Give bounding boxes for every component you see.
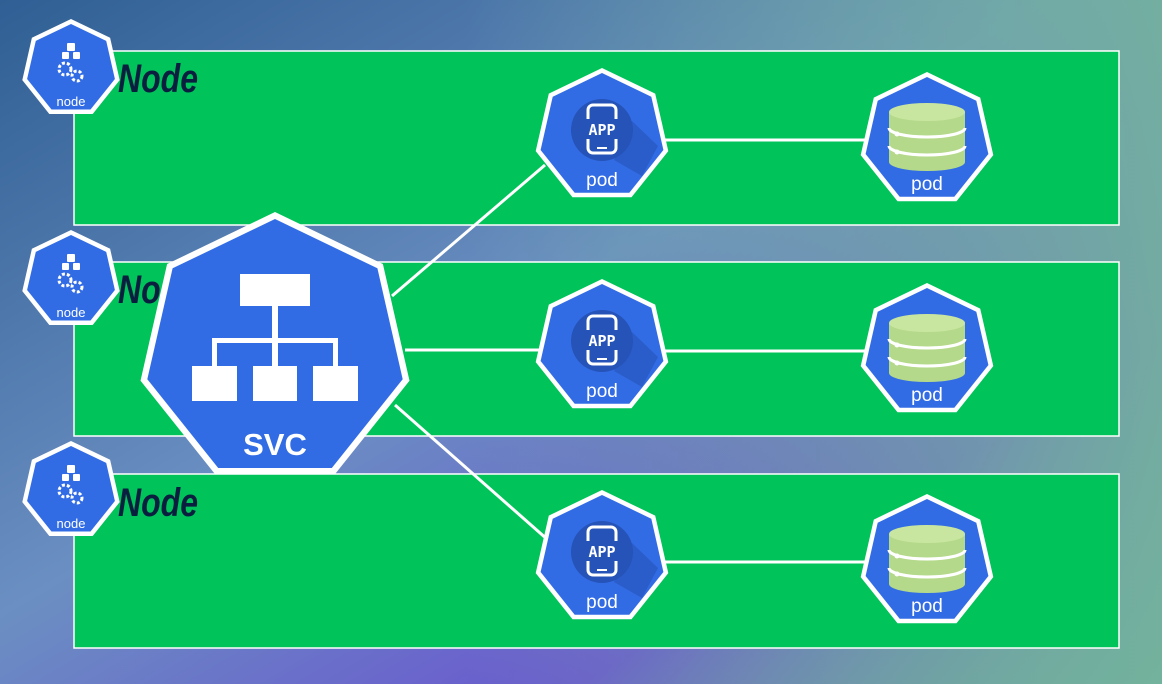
app-label: APP [588,543,615,561]
app-phone-icon: APP [571,99,658,176]
connection-links [391,138,865,564]
service-label: SVC [243,427,307,462]
pod-label: pod [911,174,943,195]
svc-to-pod-1-link [391,163,546,298]
app-label: APP [588,121,615,139]
app-pod: APP pod [535,490,669,620]
pod-label: pod [586,170,618,191]
svc-to-pod-3-link [394,403,549,542]
node-gear-icon [57,254,84,294]
node-label: Node [118,480,198,525]
database-icon [887,103,967,171]
node-gear-icon [57,43,84,83]
pod-label: pod [911,596,943,617]
database-icon [887,314,967,382]
sitemap-icon [192,274,358,401]
database-pod: pod [860,283,994,413]
service-badge: SVC [140,212,410,475]
app-phone-icon: APP [571,310,658,387]
database-icon [887,525,967,593]
node-badge-label: node [57,516,86,531]
node-badge: node [22,19,120,114]
heptagon-fill [27,235,115,321]
node-badge-label: node [57,305,86,320]
node-badge: node [22,441,120,536]
node-gear-icon [57,465,84,505]
node-label: Node [118,56,198,101]
app-pod: APP pod [535,68,669,198]
database-pod: pod [860,494,994,624]
pod-label: pod [911,385,943,406]
heptagon-fill [27,446,115,532]
app-pod: APP pod [535,279,669,409]
database-pod: pod [860,72,994,202]
heptagon-fill [27,24,115,110]
pod-label: pod [586,592,618,613]
pod-label: pod [586,381,618,402]
node-badge-label: node [57,94,86,109]
node-badge: node [22,230,120,325]
app-label: APP [588,332,615,350]
app-phone-icon: APP [571,521,658,598]
